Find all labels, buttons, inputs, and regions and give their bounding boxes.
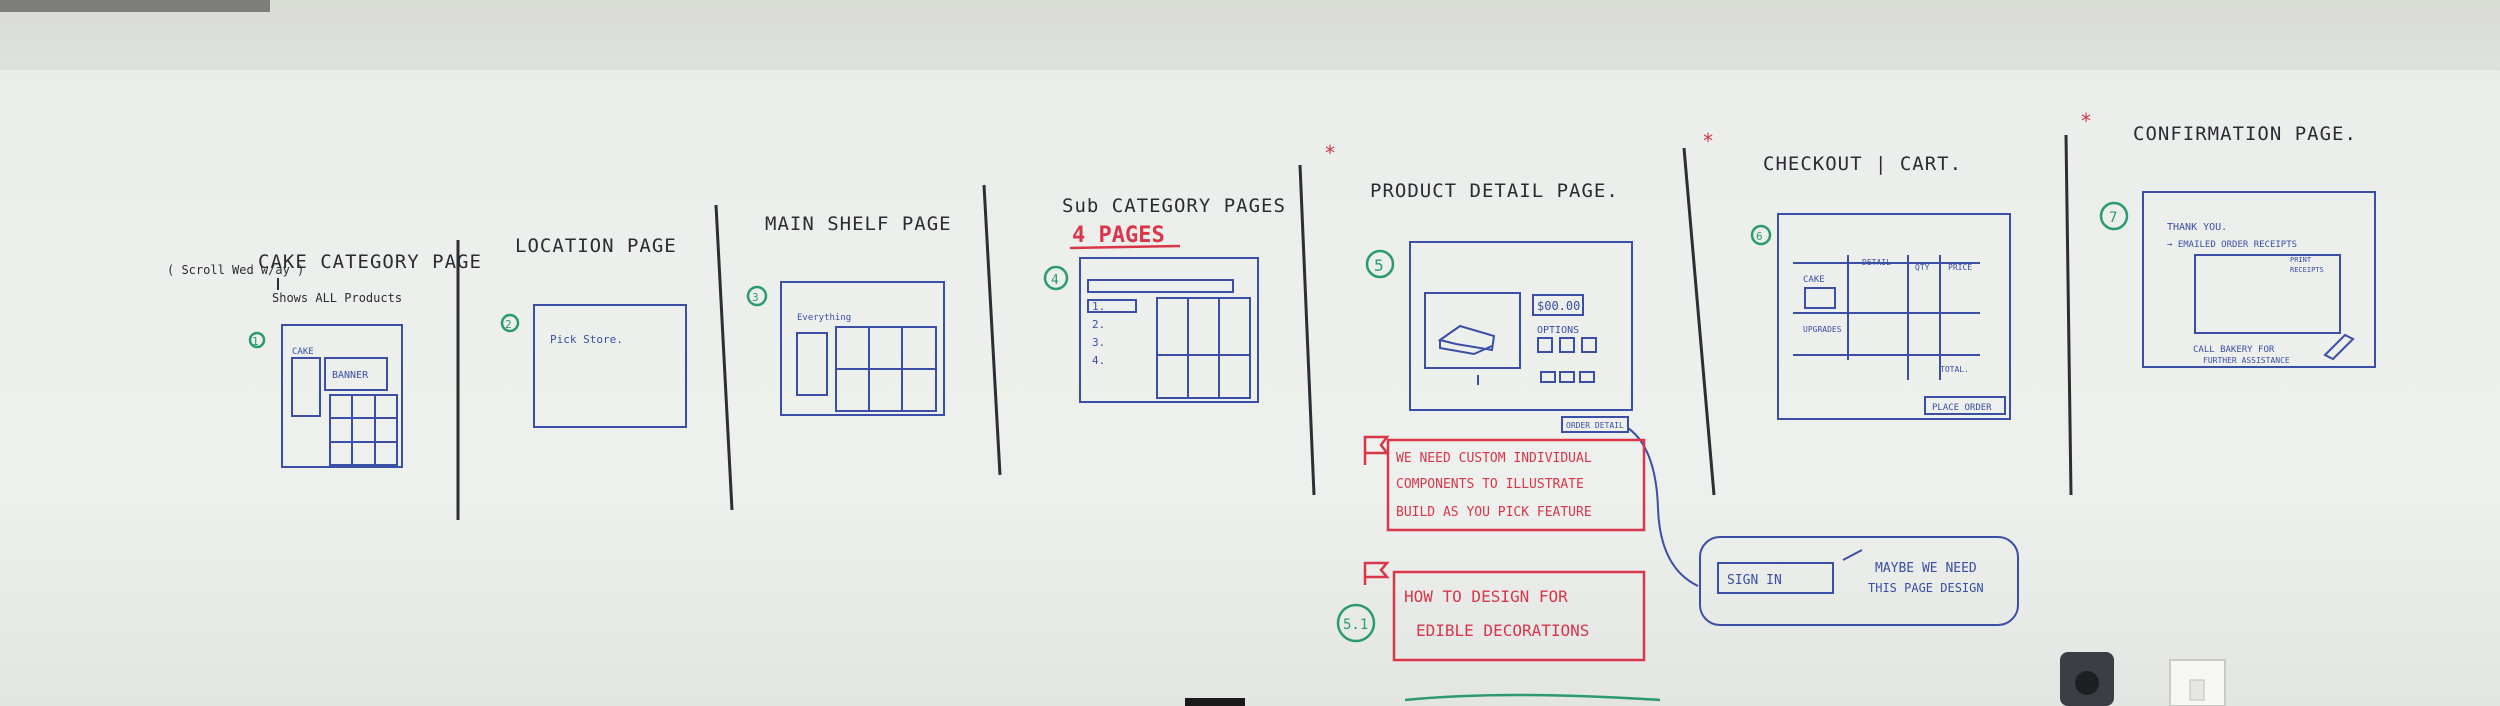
col-cake: CAKE — [1803, 275, 1825, 285]
row-2: 2. — [1092, 318, 1105, 331]
section-subtitle: Shows ALL Products — [272, 291, 402, 305]
section-title: MAIN SHELF PAGE — [765, 213, 952, 235]
maybe-line: THIS PAGE DESIGN — [1868, 581, 1984, 595]
row-4: 4. — [1092, 354, 1105, 367]
row-3: 3. — [1092, 336, 1105, 349]
note-line: BUILD AS YOU PICK FEATURE — [1396, 505, 1592, 520]
print-line: PRINT — [2290, 256, 2312, 264]
signin-label: SIGN IN — [1727, 573, 1782, 588]
place-order-label: PLACE ORDER — [1932, 403, 1992, 413]
row-1: 1. — [1092, 300, 1105, 313]
col-qty: QTY — [1915, 263, 1930, 272]
row-upgrades: UPGRADES — [1803, 325, 1842, 334]
step-number: 5.1 — [1343, 617, 1368, 633]
maybe-line: MAYBE WE NEED — [1875, 561, 1977, 576]
options-label: OPTIONS — [1537, 325, 1579, 336]
step-number: 5 — [1374, 256, 1384, 275]
order-detail-label: ORDER DETAIL — [1566, 421, 1624, 430]
call-line: CALL BAKERY FOR — [2193, 345, 2275, 355]
priority-star-icon: * — [2080, 109, 2092, 133]
print-line: RECEIPTS — [2290, 266, 2324, 274]
call-line: FURTHER ASSISTANCE — [2203, 356, 2290, 365]
section-title: CAKE CATEGORY PAGE — [258, 251, 482, 273]
price: $00.00 — [1537, 299, 1580, 313]
note-line: EDIBLE DECORATIONS — [1416, 621, 1589, 640]
wireframe-banner-label: BANNER — [332, 370, 369, 381]
section-title: CONFIRMATION PAGE. — [2133, 123, 2357, 145]
col-price: PRICE — [1948, 263, 1972, 272]
wall-band — [0, 0, 2500, 70]
bottom-clip — [1185, 698, 1245, 706]
email-text: → EMAILED ORDER RECEIPTS — [2167, 240, 2297, 250]
section-title: Sub CATEGORY PAGES — [1062, 195, 1286, 217]
step-number: 1 — [252, 335, 259, 348]
step-number: 2 — [505, 318, 512, 331]
note-line: HOW TO DESIGN FOR — [1404, 587, 1568, 606]
step-number: 3 — [752, 291, 759, 304]
wireframe-text: Pick Store. — [550, 333, 623, 346]
pages-count: 4 PAGES — [1072, 223, 1165, 248]
wireframe-cake-label: CAKE — [292, 347, 314, 357]
note-line: WE NEED CUSTOM INDIVIDUAL — [1396, 451, 1592, 466]
section-title: CHECKOUT | CART. — [1763, 153, 1962, 175]
step-number: 7 — [2109, 210, 2117, 226]
thanks-text: THANK YOU. — [2167, 222, 2227, 233]
switch-toggle — [2190, 680, 2204, 700]
priority-star-icon: * — [1324, 141, 1336, 165]
wireframe-text: Everything — [797, 313, 851, 323]
sensor-lens — [2075, 671, 2099, 695]
priority-star-icon: * — [1702, 129, 1714, 153]
total-label: TOTAL. — [1940, 365, 1969, 374]
section-title: PRODUCT DETAIL PAGE. — [1370, 180, 1619, 202]
note-line: COMPONENTS TO ILLUSTRATE — [1396, 477, 1584, 492]
step-number: 4 — [1051, 273, 1059, 288]
col-detail: DETAIL — [1862, 258, 1891, 267]
step-number: 6 — [1756, 230, 1763, 243]
section-title: LOCATION PAGE — [515, 235, 677, 257]
